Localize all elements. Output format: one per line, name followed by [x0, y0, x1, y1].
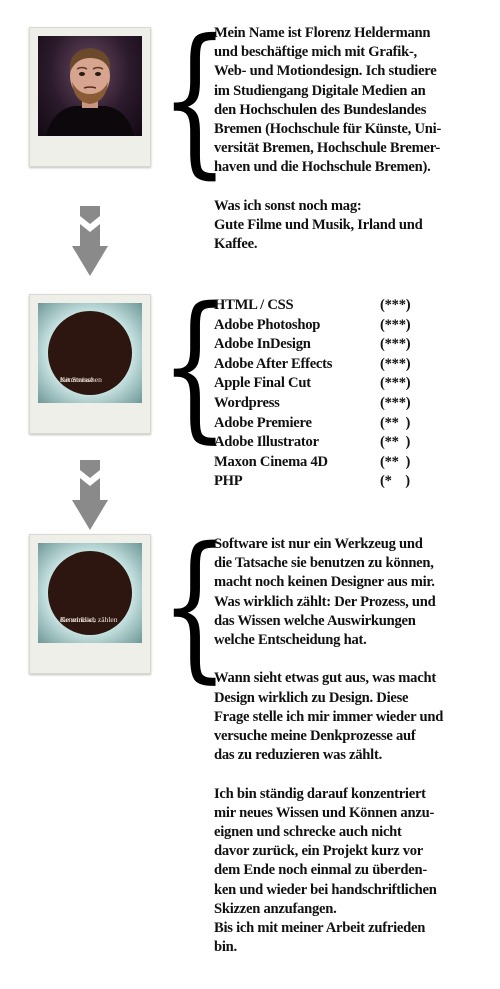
- para-line: Frage stelle ich mir immer wieder und: [214, 708, 444, 725]
- skill-name: Adobe After Effects: [214, 355, 333, 372]
- intro-line: im Studiengang: [214, 82, 312, 99]
- para-line: dem Ende noch einmal zu überden-: [214, 862, 427, 879]
- para-line: welche Entscheidung hat.: [214, 632, 367, 649]
- skill-row: Wordpress (***): [214, 395, 454, 415]
- highlight-digitale-medien: Digitale Medien: [311, 82, 408, 99]
- para-line: davor zurück, ein Projekt kurz vor: [214, 843, 424, 860]
- para-line: bin.: [214, 939, 237, 956]
- values-caption: die wirklich zählen: [60, 615, 118, 624]
- skill-rating: (***): [380, 355, 411, 372]
- skills-list: HTML / CSS (***) Adobe Photoshop (***) Ado…: [214, 297, 454, 493]
- para-line: eignen und schrecke auch nicht: [214, 824, 402, 841]
- intro-line: und beschäftige mich mit: [214, 44, 369, 61]
- likes-line: Kaffee.: [214, 236, 258, 253]
- skill-rating: (* ): [380, 473, 410, 490]
- person-illustration: [46, 48, 134, 136]
- intro-line: Mein Name ist Florenz Heldermann: [214, 25, 431, 41]
- para-line: Bis ich mit meiner Arbeit zufrieden: [214, 920, 426, 937]
- para-line: ken und wieder bei handschriftlichen: [214, 881, 437, 898]
- para-line: Skizzen anzufangen.: [214, 900, 337, 917]
- skill-name: Adobe Photoshop: [214, 316, 321, 333]
- skill-rating: (***): [380, 375, 411, 392]
- curly-brace-2: {: [160, 274, 230, 459]
- para-line: das Wissen welche Auswirkungen: [214, 612, 416, 629]
- highlight-grafik: Grafik-,: [368, 44, 417, 61]
- para-line: Wann sieht etwas gut aus, was macht: [214, 670, 436, 687]
- likes-line: Gute Filme und Musik, Irland und: [214, 217, 423, 234]
- skill-row: Adobe InDesign (***): [214, 336, 454, 356]
- values-text: Software ist nur ein Werkzeug und die Ta…: [214, 535, 492, 957]
- values-photo: Kenntnisse,die wirklich zählen: [38, 543, 142, 643]
- skill-rating: (***): [380, 336, 411, 353]
- skill-row: Adobe Premiere (** ): [214, 415, 454, 435]
- skill-name: Maxon Cinema 4D: [214, 453, 328, 470]
- intro-line: haven und die Hochschule Bremen).: [214, 159, 431, 176]
- highlight-web-motion: Web- und Motiondesign.: [214, 63, 363, 80]
- skills-caption: Kenntnisse: [60, 375, 94, 384]
- para-line: macht noch keinen Designer aus mir.: [214, 574, 435, 591]
- skill-name: Adobe Premiere: [214, 414, 312, 431]
- intro-line: Bremen (Hochschule für Künste, Uni-: [214, 121, 442, 138]
- para-line: versuche meine Denkprozesse auf: [214, 728, 416, 745]
- skill-row: Adobe Photoshop (***): [214, 317, 454, 337]
- skill-name: Wordpress: [214, 394, 280, 411]
- intro-line: an: [407, 82, 426, 99]
- skill-name: Adobe InDesign: [214, 336, 311, 353]
- likes-heading: Was ich sonst noch mag:: [214, 197, 362, 214]
- para-line: Software ist nur ein Werkzeug und: [214, 536, 423, 552]
- skill-name: PHP: [214, 473, 243, 490]
- skill-name: Apple Final Cut: [214, 375, 311, 392]
- skill-rating: (***): [380, 394, 411, 411]
- skill-rating: (***): [380, 316, 411, 333]
- skill-rating: (***): [380, 297, 411, 313]
- skill-row: Adobe Illustrator (** ): [214, 434, 454, 454]
- skill-row: Apple Final Cut (***): [214, 375, 454, 395]
- portrait-photo: [38, 36, 142, 136]
- skill-row: PHP (* ): [214, 473, 454, 493]
- para-line: mir neues Wissen und Können anzu-: [214, 804, 435, 821]
- skill-rating: (** ): [380, 453, 411, 470]
- para-line: Design wirklich zu Design. Diese: [214, 689, 409, 706]
- curly-brace-1: {: [160, 6, 230, 195]
- skills-caption: mit Sternchen: [60, 375, 102, 384]
- curly-brace-3: {: [160, 514, 230, 699]
- intro-line: versität Bremen, Hochschule Bremer-: [214, 140, 441, 157]
- down-arrow-icon: [72, 206, 108, 276]
- skill-row: HTML / CSS (***): [214, 297, 454, 317]
- skill-rating: (** ): [380, 434, 411, 451]
- skill-rating: (** ): [380, 414, 411, 431]
- skill-name: Adobe Illustrator: [214, 434, 319, 451]
- para-line: Was wirklich zählt: Der Prozess, und: [214, 593, 436, 610]
- intro-line: den Hochschulen des Bundeslandes: [214, 101, 427, 118]
- polaroid-portrait: [29, 27, 151, 167]
- skill-row: Adobe After Effects (***): [214, 356, 454, 376]
- intro-text: Mein Name ist Florenz Heldermann und bes…: [214, 24, 492, 254]
- skill-row: Maxon Cinema 4D (** ): [214, 454, 454, 474]
- para-line: die Tatsache sie benutzen zu können,: [214, 555, 434, 572]
- down-arrow-icon: [72, 460, 108, 530]
- values-caption: Kenntnisse,: [60, 615, 96, 624]
- values-circle: Kenntnisse,die wirklich zählen: [48, 551, 132, 635]
- polaroid-values: Kenntnisse,die wirklich zählen: [29, 534, 151, 674]
- para-line: das zu reduzieren was zählt.: [214, 747, 382, 764]
- intro-line: Ich studiere: [362, 63, 437, 80]
- skill-name: HTML / CSS: [214, 297, 294, 313]
- para-line: Ich bin ständig darauf konzentriert: [214, 785, 426, 802]
